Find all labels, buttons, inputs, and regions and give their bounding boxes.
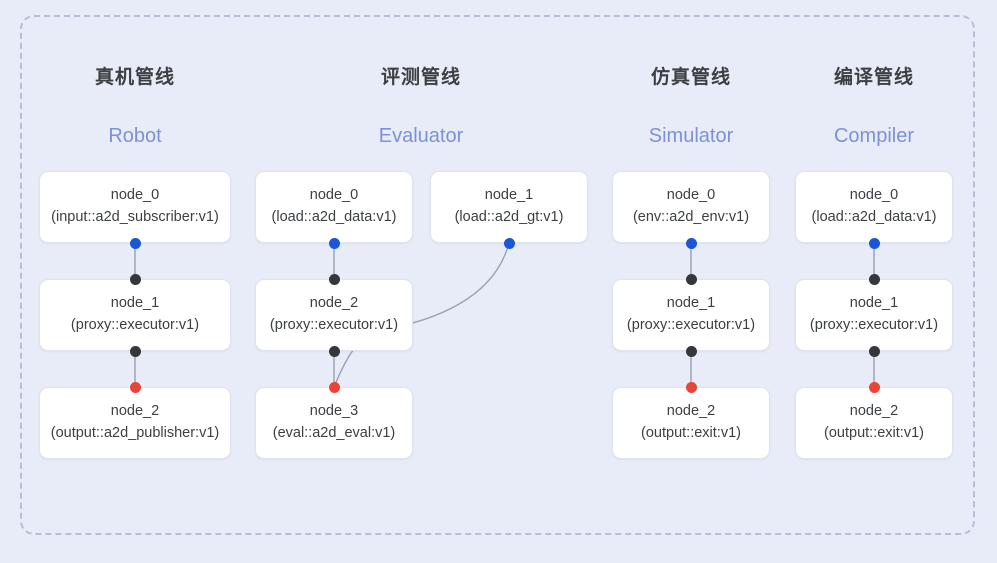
node-label-name: node_2 (666, 403, 716, 420)
node-evaluator-0[interactable]: node_0 (load::a2d_data:v1) (255, 171, 413, 243)
column-title-cn-evaluator: 评测管线 (380, 67, 461, 88)
column-title-cn-robot: 真机管线 (94, 67, 175, 88)
port-output-simulator-0[interactable] (685, 237, 697, 249)
node-label-name: node_0 (309, 187, 359, 204)
node-label-name: node_2 (110, 403, 160, 420)
node-simulator-2[interactable]: node_2 (output::exit:v1) (612, 387, 770, 459)
node-label-type: (proxy::executor:v1) (809, 317, 939, 333)
node-label-name: node_1 (484, 187, 534, 204)
node-label-type: (proxy::executor:v1) (269, 317, 399, 333)
node-evaluator-1[interactable]: node_1 (load::a2d_gt:v1) (430, 171, 588, 243)
node-label-name: node_3 (309, 403, 359, 420)
diagram-dashed-frame (20, 15, 975, 535)
port-input-compiler-2[interactable] (868, 381, 880, 393)
column-title-en-robot: Robot (108, 125, 162, 147)
port-output-robot-1[interactable] (129, 345, 141, 357)
port-output-robot-0[interactable] (129, 237, 141, 249)
node-label-type: (output::exit:v1) (824, 425, 924, 441)
port-input-robot-2[interactable] (129, 381, 141, 393)
node-robot-2[interactable]: node_2 (output::a2d_publisher:v1) (39, 387, 231, 459)
port-output-simulator-1[interactable] (685, 345, 697, 357)
node-label-name: node_0 (110, 187, 160, 204)
node-label-type: (proxy::executor:v1) (70, 317, 200, 333)
column-title-en-simulator: Simulator (648, 125, 734, 147)
node-label-type: (load::a2d_data:v1) (811, 209, 937, 225)
node-label-name: node_2 (849, 403, 899, 420)
node-simulator-1[interactable]: node_1 (proxy::executor:v1) (612, 279, 770, 351)
node-compiler-2[interactable]: node_2 (output::exit:v1) (795, 387, 953, 459)
node-robot-0[interactable]: node_0 (input::a2d_subscriber:v1) (39, 171, 231, 243)
column-title-en-evaluator: Evaluator (378, 125, 464, 147)
node-label-name: node_1 (849, 295, 899, 312)
node-label-name: node_2 (309, 295, 359, 312)
node-evaluator-2[interactable]: node_2 (proxy::executor:v1) (255, 279, 413, 351)
port-output-evaluator-2[interactable] (328, 345, 340, 357)
node-label-type: (proxy::executor:v1) (626, 317, 756, 333)
port-input-compiler-1[interactable] (868, 273, 880, 285)
node-label-type: (output::a2d_publisher:v1) (50, 425, 220, 441)
node-label-name: node_0 (849, 187, 899, 204)
port-input-robot-1[interactable] (129, 273, 141, 285)
port-input-simulator-1[interactable] (685, 273, 697, 285)
port-output-evaluator-1[interactable] (503, 237, 515, 249)
node-simulator-0[interactable]: node_0 (env::a2d_env:v1) (612, 171, 770, 243)
node-label-name: node_1 (110, 295, 160, 312)
node-label-type: (load::a2d_data:v1) (271, 209, 397, 225)
port-input-evaluator-3[interactable] (328, 381, 340, 393)
node-evaluator-3[interactable]: node_3 (eval::a2d_eval:v1) (255, 387, 413, 459)
port-output-compiler-1[interactable] (868, 345, 880, 357)
node-compiler-0[interactable]: node_0 (load::a2d_data:v1) (795, 171, 953, 243)
column-title-cn-compiler: 编译管线 (833, 67, 914, 88)
node-label-name: node_1 (666, 295, 716, 312)
node-compiler-1[interactable]: node_1 (proxy::executor:v1) (795, 279, 953, 351)
column-title-cn-simulator: 仿真管线 (650, 67, 731, 88)
port-input-evaluator-2[interactable] (328, 273, 340, 285)
node-label-type: (input::a2d_subscriber:v1) (51, 209, 219, 225)
node-label-type: (output::exit:v1) (641, 425, 741, 441)
column-title-en-compiler: Compiler (833, 125, 915, 147)
node-label-type: (load::a2d_gt:v1) (454, 209, 564, 225)
node-label-type: (eval::a2d_eval:v1) (272, 425, 396, 441)
port-output-compiler-0[interactable] (868, 237, 880, 249)
port-input-simulator-2[interactable] (685, 381, 697, 393)
node-label-name: node_0 (666, 187, 716, 204)
node-label-type: (env::a2d_env:v1) (632, 209, 750, 225)
port-output-evaluator-0[interactable] (328, 237, 340, 249)
node-robot-1[interactable]: node_1 (proxy::executor:v1) (39, 279, 231, 351)
